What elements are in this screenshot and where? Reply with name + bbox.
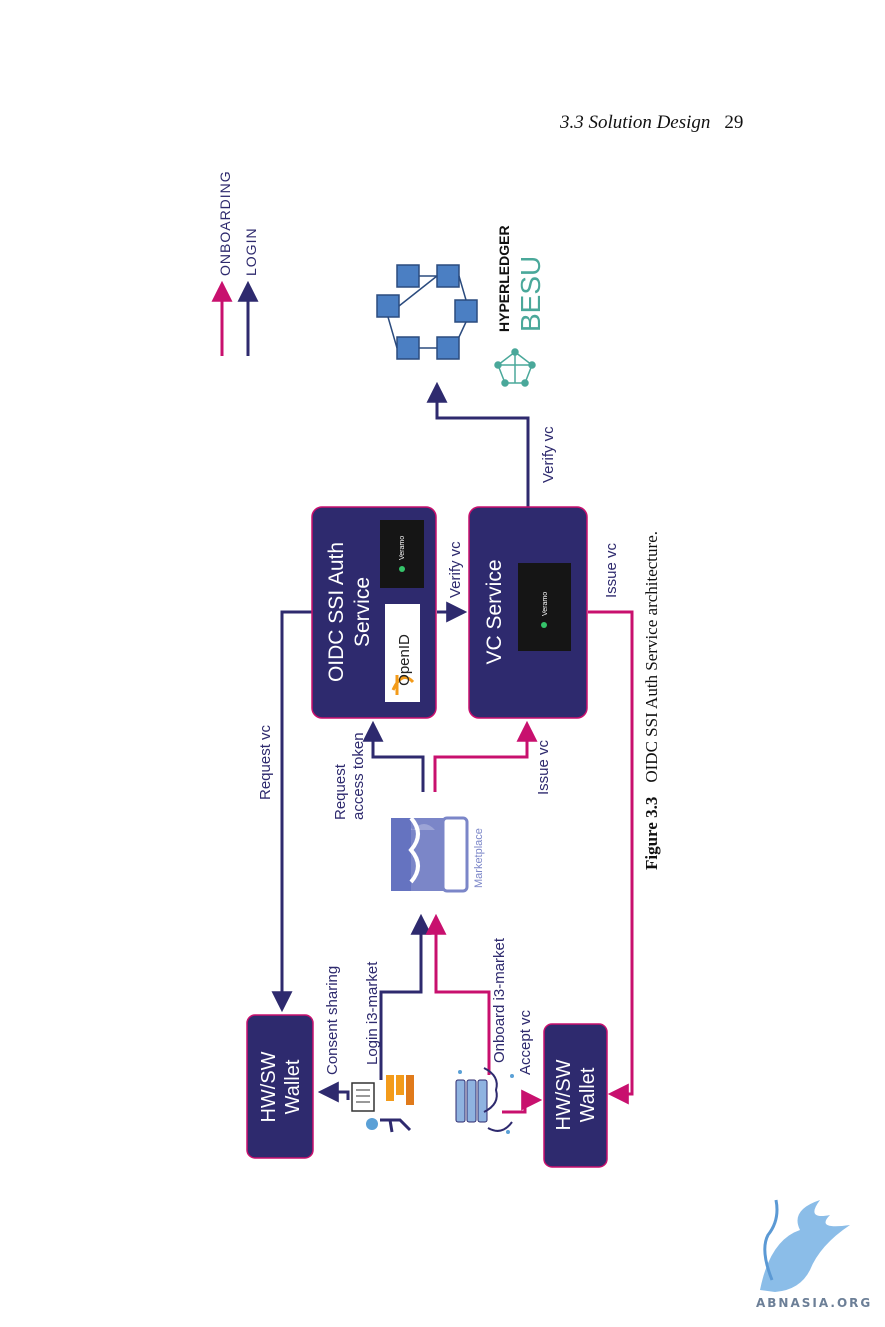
wallet-left-line2: Wallet [282,1059,304,1114]
page-number: 29 [724,112,744,133]
onboarding-hands-icon [455,1067,514,1134]
legend: ONBOARDING LOGIN [211,170,259,356]
connector-labels: Request vc Request access token Consent … [257,426,620,1075]
watermark-logo [760,1199,850,1292]
label-verify-vc-mid: Verify vc [447,541,464,598]
label-request-vc: Request vc [257,724,274,800]
request-vc-arrow [271,610,312,1013]
label-issue-vc-right: Issue vc [603,542,620,598]
label-verify-vc-right: Verify vc [540,426,557,483]
issue-vc-arrow [433,720,538,792]
wallet-right-line1: HW/SW [553,1059,575,1130]
wallet-right-line2: Wallet [577,1067,599,1122]
wallet-right-box: HW/SW Wallet [543,1023,608,1168]
login-arrow [379,913,432,1080]
veramo-text-oidc: Veramo [399,536,406,560]
accept-vc-arrow [502,1089,543,1114]
login-connectors [271,381,530,1103]
wallet-left-box: HW/SW Wallet [246,1014,314,1159]
user-consent-icon [351,1075,414,1133]
marketplace-label: Marketplace [473,828,485,888]
watermark-text: ABNASIA.ORG [756,1296,873,1310]
label-accept-vc: Accept vc [517,1009,534,1075]
besu-network-icon [494,348,536,387]
figure-text: OIDC SSI Auth Service architecture. [642,531,661,783]
vc-service-box: VC Service Veramo [468,506,588,719]
veramo-logo-oidc [380,520,424,588]
consent-arrow [317,1081,350,1103]
label-request-token-2: access token [350,732,367,820]
label-request-token-1: Request [332,763,349,820]
onboard-arrow [425,913,491,1075]
issue-vc-wallet-arrow [588,610,634,1105]
oidc-title-line2: Service [351,577,374,647]
page-header: 3.3 Solution Design 29 [560,112,790,134]
legend-login-label: LOGIN [243,227,259,276]
openid-logo [385,604,420,702]
veramo-dot-icon [399,566,405,572]
section-title: 3.3 Solution Design [560,112,711,133]
openid-text: OpenID [396,634,413,686]
blockchain-cubes-icon [376,264,478,360]
veramo-text-vc: Veramo [542,592,549,616]
veramo-logo-vc [518,563,571,651]
verify-vc-ledger-arrow [426,381,530,507]
oidc-title-line1: OIDC SSI Auth [325,542,348,682]
label-onboard: Onboard i3-market [491,937,508,1063]
onboarding-connectors [425,610,634,1114]
label-issue-vc-bottom: Issue vc [535,739,552,795]
oidc-service-box: OIDC SSI Auth Service OpenID Veramo [311,506,437,719]
figure-label: Figure 3.3 [642,796,661,870]
vc-service-title: VC Service [483,559,506,664]
label-consent-sharing: Consent sharing [324,966,341,1075]
hyperledger-label: HYPERLEDGER [496,225,512,332]
veramo-dot-icon [541,622,547,628]
besu-label: BESU [515,256,546,332]
request-token-arrow [362,720,425,792]
label-login: Login i3-market [364,961,381,1065]
wallet-left-line1: HW/SW [258,1051,280,1122]
legend-onboarding-label: ONBOARDING [217,170,233,276]
openid-mark-icon [391,675,415,695]
marketplace-icon: Marketplace [391,816,485,893]
